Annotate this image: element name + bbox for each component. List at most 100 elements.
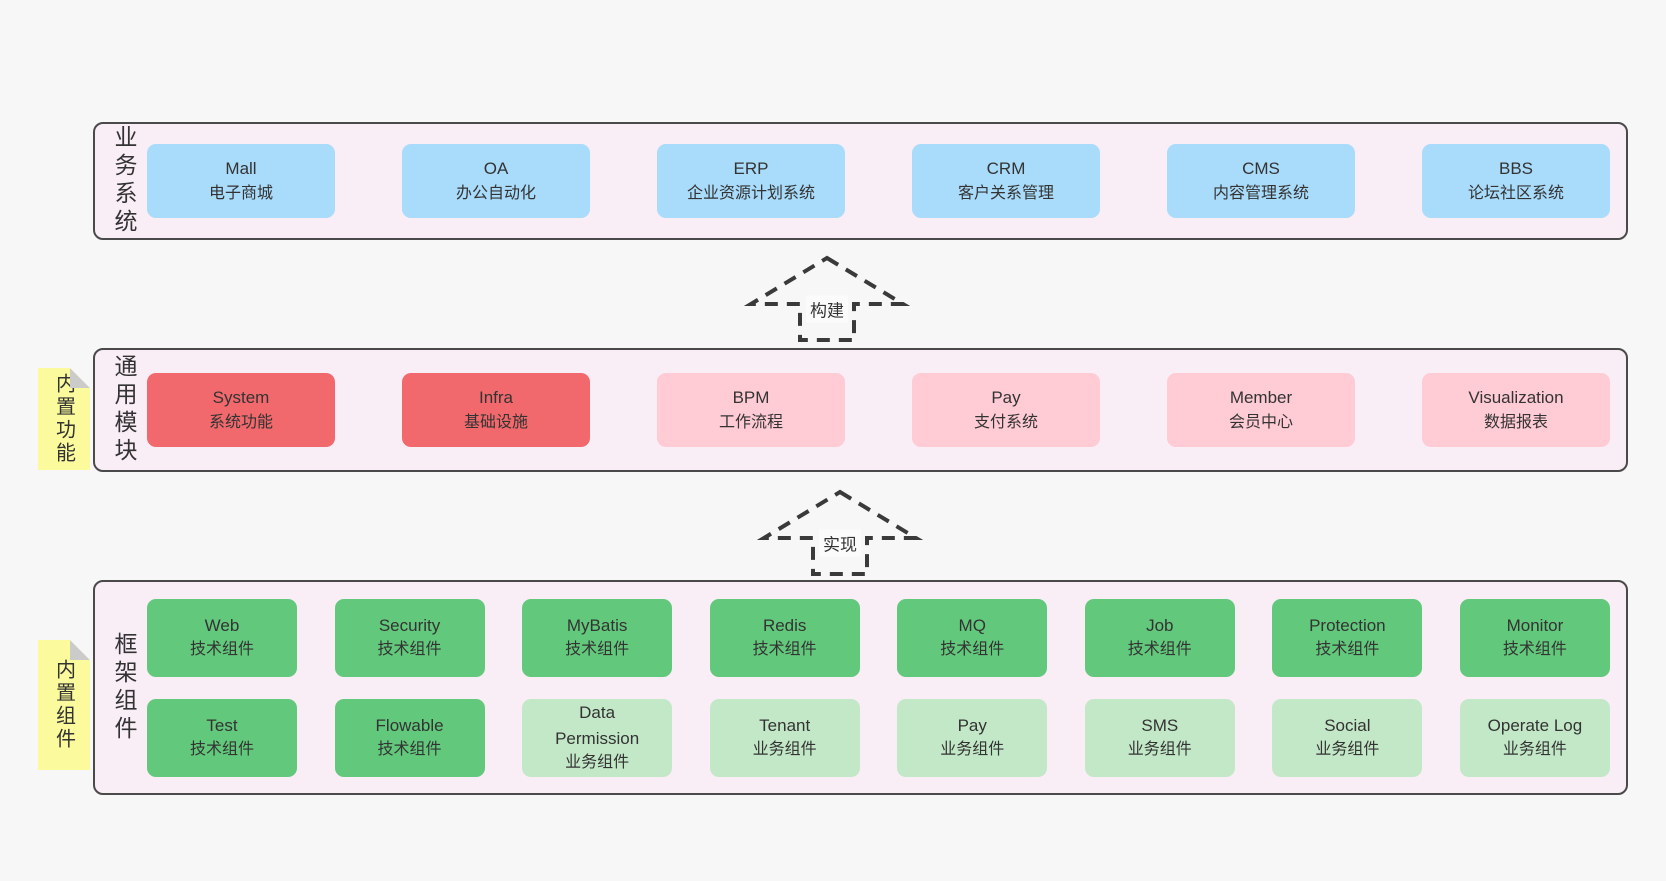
box-subtitle: 系统功能 xyxy=(208,413,273,431)
arrow-up-icon xyxy=(756,489,924,576)
box-subtitle: 电子商城 xyxy=(208,184,273,202)
business-systems-boxes: Mall 电子商城 OA 办公自动化 ERP 企业资源计划系统 CRM 客户关系管理 CMS 内容… xyxy=(147,124,1610,238)
crm-box: CRM 客户关系管理 xyxy=(912,144,1100,218)
infra-box: Infra 基础设施 xyxy=(402,373,590,447)
box-subtitle: 基础设施 xyxy=(463,413,528,431)
panel-side-label: 框架组件 xyxy=(111,631,137,744)
box-title: MQ xyxy=(958,615,986,635)
sticky-label: 内置功能 xyxy=(52,373,75,465)
box-subtitle: 技术组件 xyxy=(189,741,254,759)
box-subtitle: 业务组件 xyxy=(565,754,630,771)
bbs-box: BBS 论坛社区系统 xyxy=(1422,144,1610,218)
panel-side-label: 通用模块 xyxy=(111,354,137,466)
box-subtitle: 业务组件 xyxy=(1502,741,1567,759)
box-title: CMS xyxy=(1242,159,1280,179)
built-in-components-sticky: 内置组件 xyxy=(38,640,90,770)
box-subtitle: 技术组件 xyxy=(752,641,817,659)
box-subtitle: 技术组件 xyxy=(940,641,1005,659)
bpm-box: BPM 工作流程 xyxy=(657,373,845,447)
mybatis-box: MyBatis 技术组件 xyxy=(522,598,673,677)
box-subtitle: 工作流程 xyxy=(718,413,783,431)
box-title: Member xyxy=(1229,388,1293,408)
pay-box: Pay 业务组件 xyxy=(897,698,1048,777)
box-subtitle: 业务组件 xyxy=(1315,741,1380,759)
box-title: Pay xyxy=(991,388,1021,408)
box-subtitle: 客户关系管理 xyxy=(957,184,1054,202)
fold-corner-icon xyxy=(70,640,90,660)
box-title: BPM xyxy=(732,388,770,408)
box-title: Infra xyxy=(478,388,514,408)
box-title: Redis xyxy=(762,615,807,635)
system-box: System 系统功能 xyxy=(147,373,335,447)
box-title: Web xyxy=(204,615,240,635)
box-subtitle: 业务组件 xyxy=(1127,741,1192,759)
box-subtitle: 技术组件 xyxy=(565,641,630,659)
box-title: Security xyxy=(378,615,441,635)
built-in-functions-sticky: 内置功能 xyxy=(38,368,90,470)
box-subtitle: 论坛社区系统 xyxy=(1467,184,1564,202)
box-subtitle: 技术组件 xyxy=(377,641,442,659)
box-title: SMS xyxy=(1141,715,1179,735)
cms-box: CMS 内容管理系统 xyxy=(1167,144,1355,218)
arrow-up-icon xyxy=(743,255,911,342)
box-subtitle: 内容管理系统 xyxy=(1212,184,1309,202)
box-title: Monitor xyxy=(1506,615,1564,635)
mq-box: MQ 技术组件 xyxy=(897,598,1048,677)
box-title: Operate Log xyxy=(1487,715,1583,735)
box-subtitle: 数据报表 xyxy=(1483,413,1548,431)
box-title: OA xyxy=(483,159,509,179)
box-title: Mall xyxy=(225,159,257,179)
box-subtitle: 企业资源计划系统 xyxy=(686,184,815,202)
visualization-box: Visualization 数据报表 xyxy=(1422,373,1610,447)
panel-side-label: 业务系统 xyxy=(111,125,137,237)
box-title: MyBatis xyxy=(566,615,628,635)
box-title: System xyxy=(212,388,270,408)
job-box: Job 技术组件 xyxy=(1084,598,1235,677)
box-title: Visualization xyxy=(1468,388,1564,408)
box-subtitle: 办公自动化 xyxy=(455,184,536,202)
implement-arrow: 实现 xyxy=(755,486,925,578)
tenant-box: Tenant 业务组件 xyxy=(709,698,860,777)
box-title: BBS xyxy=(1498,159,1534,179)
member-box: Member 会员中心 xyxy=(1167,373,1355,447)
box-subtitle: 技术组件 xyxy=(1502,641,1567,659)
security-box: Security 技术组件 xyxy=(334,598,485,677)
box-title: Job xyxy=(1146,615,1174,635)
box-subtitle: 会员中心 xyxy=(1228,413,1293,431)
box-title: Protection xyxy=(1309,615,1386,635)
business-systems-panel: 业务系统 Mall 电子商城 OA 办公自动化 ERP 企业资源计划系统 CRM 客户关系管理… xyxy=(93,122,1628,240)
operate-log-box: Operate Log 业务组件 xyxy=(1459,698,1610,777)
box-subtitle: 技术组件 xyxy=(1127,641,1192,659)
redis-box: Redis 技术组件 xyxy=(709,598,860,677)
box-title: Tenant xyxy=(759,715,811,735)
box-title: Social xyxy=(1324,715,1371,735)
monitor-box: Monitor 技术组件 xyxy=(1459,598,1610,677)
box-title: ERP xyxy=(733,159,769,179)
box-subtitle: 业务组件 xyxy=(752,741,817,759)
build-arrow: 构建 xyxy=(742,252,912,344)
oa-box: OA 办公自动化 xyxy=(402,144,590,218)
social-box: Social 业务组件 xyxy=(1272,698,1423,777)
box-title: CRM xyxy=(986,159,1026,179)
build-arrow-label: 构建 xyxy=(806,295,848,323)
box-title: Pay xyxy=(957,715,987,735)
box-subtitle: 业务组件 xyxy=(940,741,1005,759)
sticky-label: 内置组件 xyxy=(52,659,75,751)
mall-box: Mall 电子商城 xyxy=(147,144,335,218)
erp-box: ERP 企业资源计划系统 xyxy=(657,144,845,218)
box-row: Mall 电子商城 OA 办公自动化 ERP 企业资源计划系统 CRM 客户关系管理 CMS 内容… xyxy=(147,144,1610,218)
implement-arrow-label: 实现 xyxy=(819,529,861,557)
box-subtitle: 技术组件 xyxy=(377,741,442,759)
